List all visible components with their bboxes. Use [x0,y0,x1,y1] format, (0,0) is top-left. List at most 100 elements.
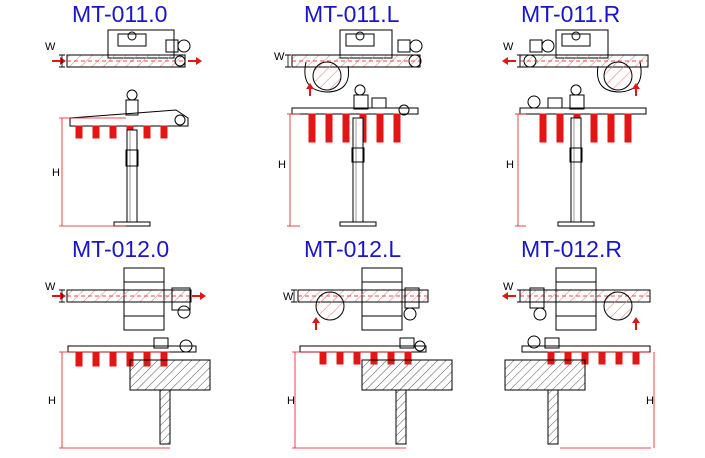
end-roller [408,54,422,68]
product-bar [325,113,333,143]
product-bar [393,113,401,143]
conveyor-side [69,109,189,127]
end-roller [414,340,426,352]
product-bar [598,351,606,365]
drive-head [117,33,147,47]
motor-gear [177,305,191,319]
turn-disc [603,291,633,321]
motor-body [153,337,169,349]
support-post-hatched [395,389,407,445]
product-bar [109,125,117,139]
product-bar [342,113,350,143]
flow-arrow-head [312,317,320,323]
support-table-hatched [504,359,586,391]
support-column [126,129,138,223]
drive-block [529,287,545,309]
product-bar [143,125,151,139]
turn-disc [312,61,342,91]
turn-disc [603,61,633,91]
model-title-mt-011-0: MT-011.0 [72,1,168,27]
product-bar [376,113,384,143]
drive-block [171,287,191,311]
product-bar [109,351,117,367]
model-title-mt-012-l: MT-012.L [304,236,402,262]
motor-body [529,39,543,53]
panel-mt-012-r [502,267,655,449]
end-roller [398,104,410,116]
head-block [353,94,369,110]
end-roller [179,339,193,353]
motor-body [544,337,560,349]
model-title-mt-012-0: MT-012.0 [72,236,170,262]
head-knob [126,89,138,101]
product-bar [319,351,327,365]
support-table-hatched [129,359,211,391]
end-roller [527,95,541,109]
handwheel [127,31,137,41]
support-column [570,117,582,223]
motor-gear [533,307,547,321]
model-title-mt-011-l: MT-011.L [304,1,400,27]
motor-body [165,39,179,53]
support-post-hatched [159,389,171,445]
motor-gear [177,39,191,53]
turn-disc [315,291,345,321]
product-bar [75,125,83,139]
end-roller [527,335,541,349]
product-bar [556,113,564,143]
width-label: W [503,281,514,293]
panel-mt-011-r [502,29,649,227]
product-bar [92,351,100,367]
motor-body [371,97,387,109]
height-label: H [52,167,60,179]
product-bar [615,351,623,365]
clamp-block [125,149,139,167]
conveyor-side [291,107,419,115]
product-bar [632,351,640,365]
product-bar [353,351,361,365]
conveyor-side [299,345,427,353]
head-knob [570,84,582,96]
product-bar [539,113,547,143]
flow-arrow-head [502,292,508,300]
model-title-mt-012-r: MT-012.R [521,236,622,262]
model-title-mt-011-r: MT-011.R [521,1,621,27]
base-plate [557,221,595,227]
panel-mt-012-0 [52,267,211,449]
handwheel [571,31,581,41]
support-column [352,117,364,223]
width-label: W [45,41,56,53]
flow-arrow-head [60,57,66,65]
flow-arrow-head [632,83,640,89]
flow-arrow-head [502,57,508,65]
drive-head [561,33,591,47]
clamp-block [569,147,583,163]
product-bar [160,125,168,139]
product-bar [590,113,598,143]
end-roller [174,114,186,126]
motor-body [397,39,411,53]
conveyor-side [519,107,647,115]
curve-guide [304,61,350,93]
end-roller [523,54,537,68]
base-plate [113,221,151,227]
flow-arrow-head [196,57,202,65]
support-table-hatched [361,359,453,391]
height-label: H [646,395,654,407]
handwheel [355,31,365,41]
panel-mt-011-0 [52,29,202,227]
head-block [125,99,139,116]
curve-guide [596,61,642,93]
motor-body [399,337,415,349]
flow-arrow-head [60,292,66,300]
motor-gear [403,307,417,321]
width-label: W [283,291,294,303]
height-label: H [48,395,56,407]
base-plate [339,221,377,227]
product-bar [624,113,632,143]
width-label: W [274,51,285,63]
product-bar [308,113,316,143]
drive-head [345,33,375,47]
